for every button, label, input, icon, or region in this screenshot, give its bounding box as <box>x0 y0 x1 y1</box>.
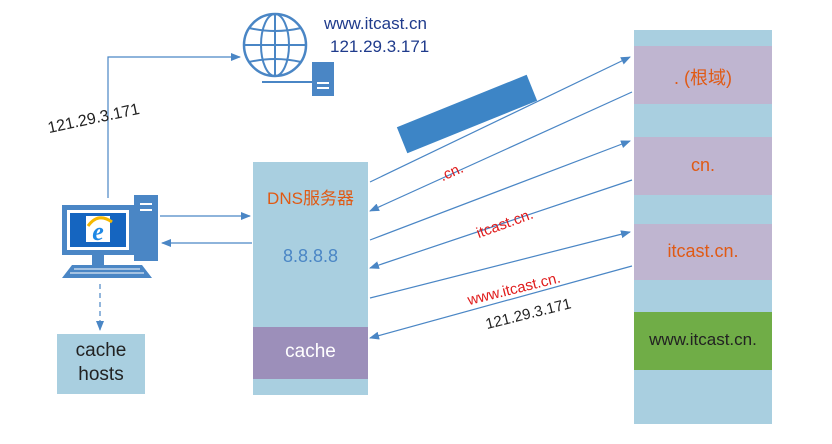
root-domain-label: . (根域) <box>674 68 732 88</box>
cn-domain-box: cn. <box>634 137 772 195</box>
client-to-webserver-arrow <box>107 53 241 198</box>
dns-cache-box: cache <box>253 327 368 379</box>
query-root-arrow <box>369 56 631 183</box>
root-domain-box: . (根域) <box>634 46 772 104</box>
client-cache-hosts-box: cache hosts <box>57 334 145 394</box>
cn-domain-label: cn. <box>690 155 715 175</box>
www-domain-label: www.itcast.cn. <box>649 330 757 349</box>
webserver-domain: www.itcast.cn <box>324 14 427 33</box>
svg-text:e: e <box>92 217 104 246</box>
dns-server-box: DNS服务器 8.8.8.8 cache <box>253 162 368 395</box>
webserver-ip: 121.29.3.171 <box>330 37 430 56</box>
www-domain-box: www.itcast.cn. <box>634 312 772 370</box>
query-itcast-arrow <box>369 230 631 299</box>
dns-cache-label: cache <box>285 341 336 362</box>
query-cn-arrow <box>369 140 631 241</box>
query-banner <box>396 74 538 154</box>
response-cn-arrow <box>369 179 633 269</box>
itcast-domain-label: itcast.cn. <box>667 241 739 261</box>
response-itcast-arrow <box>369 265 633 340</box>
dns-server-ip: 8.8.8.8 <box>282 246 339 266</box>
response-root-arrow <box>369 91 633 212</box>
server-icon <box>312 62 334 96</box>
dns-server-title: DNS服务器 <box>267 189 354 208</box>
globe-icon <box>242 12 322 83</box>
itcast-domain-box: itcast.cn. <box>634 224 772 280</box>
computer-icon: e <box>62 195 158 278</box>
hierarchy-column: . (根域) cn. itcast.cn. www.itcast.cn. <box>634 30 772 424</box>
client-cache-label: cache <box>75 340 127 361</box>
client-hosts-label: hosts <box>78 364 124 385</box>
